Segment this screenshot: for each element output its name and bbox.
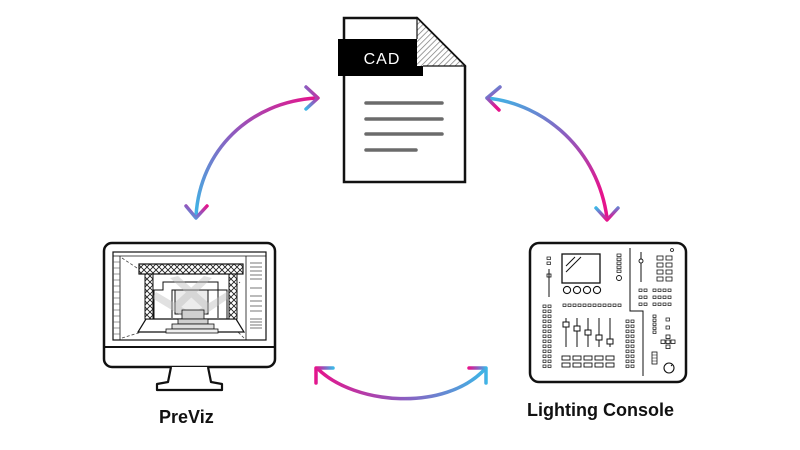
arrowhead-icon (594, 206, 620, 222)
lighting-console-icon (528, 241, 688, 384)
console-node (528, 241, 688, 384)
previz-node (102, 241, 277, 392)
arrow-cad-previz (184, 85, 320, 220)
cad-label: CAD (364, 51, 401, 68)
previz-label: PreViz (159, 407, 214, 427)
arrowhead-icon (184, 204, 209, 220)
arrowhead-icon (485, 85, 502, 112)
arrow-cad-console (485, 85, 620, 222)
arrowhead-icon (314, 366, 335, 385)
cad-node: CAD (338, 16, 467, 184)
arrow-previz-console (314, 366, 488, 401)
arrowhead-icon (304, 85, 320, 111)
monitor-stage-icon (102, 241, 277, 392)
arrowhead-icon (467, 366, 488, 385)
lighting-console-label: Lighting Console (527, 400, 674, 420)
document-icon (338, 16, 467, 184)
